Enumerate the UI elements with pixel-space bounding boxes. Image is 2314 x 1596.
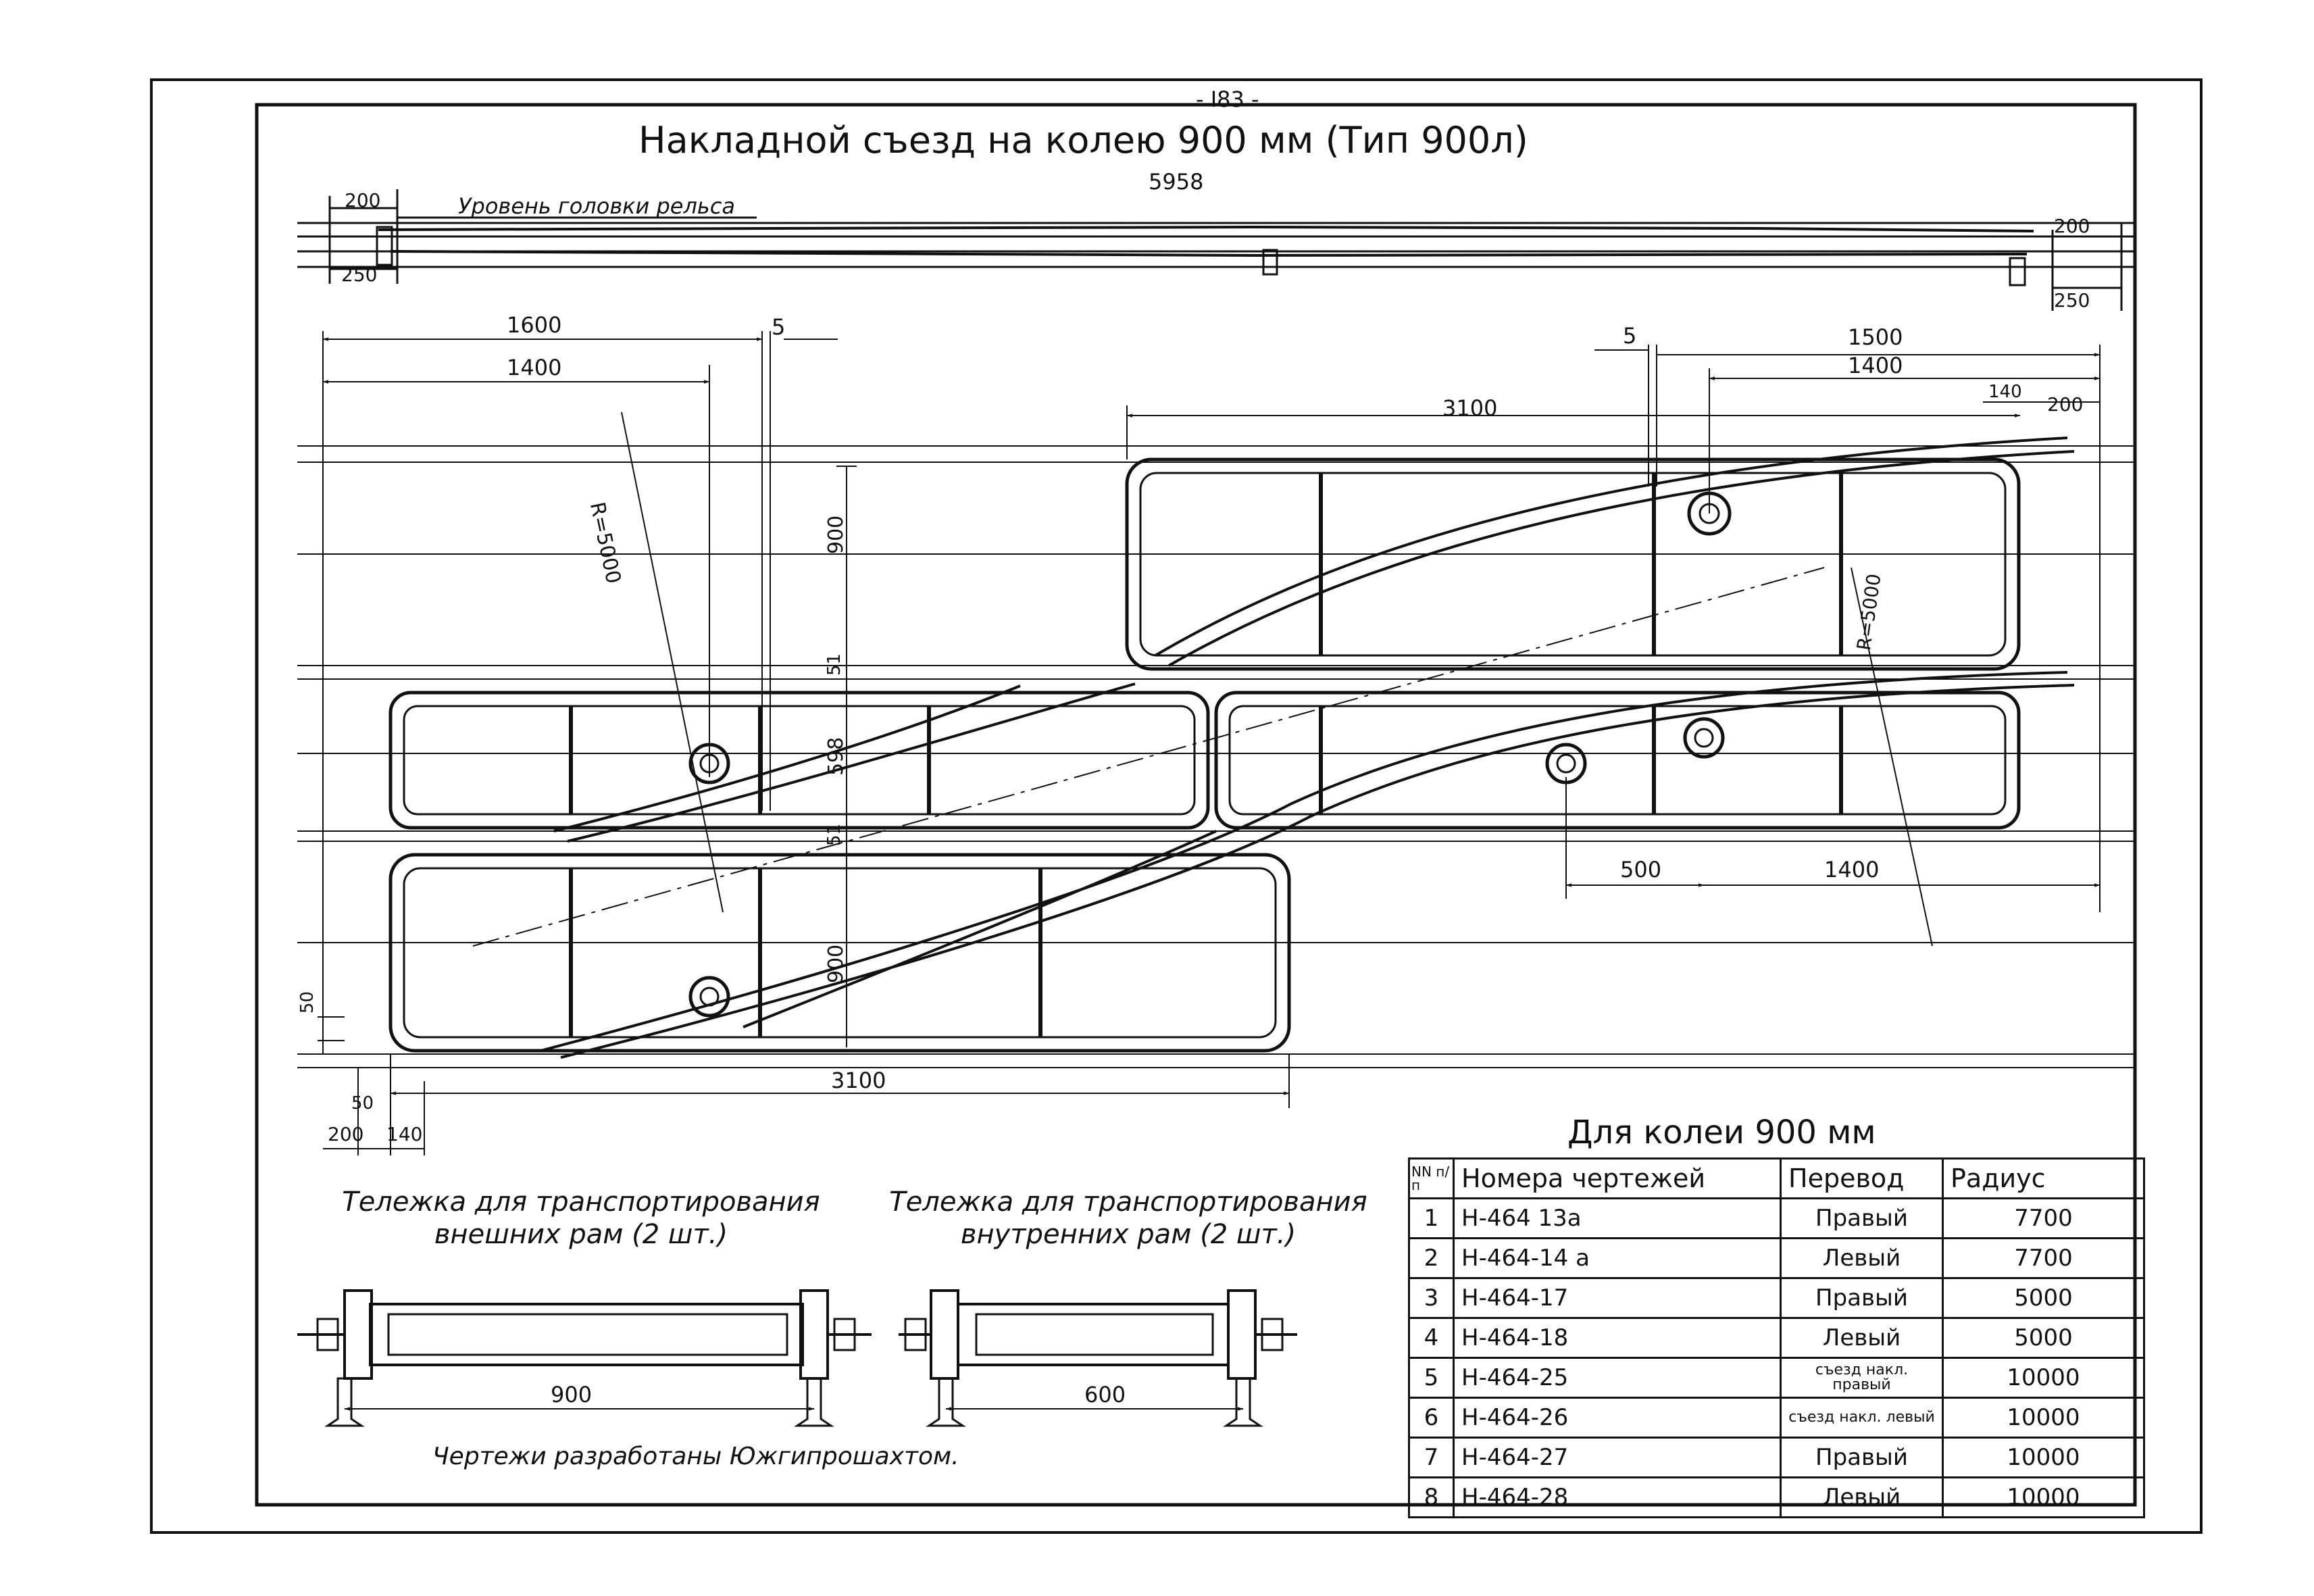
dim-label: 250 [341, 264, 378, 286]
cell-radius: 10000 [1942, 1437, 2145, 1478]
longitudinal-section [297, 189, 2135, 311]
sheet-borders [150, 78, 2203, 1534]
cell-drawing: Н-464-14 а [1453, 1237, 1782, 1279]
dim-label: 50 [297, 991, 318, 1014]
dim-label: 200 [2054, 215, 2090, 237]
dim-label: 3100 [831, 1068, 886, 1093]
table-row: 4 Н-464-18 Левый 5000 [1408, 1317, 2145, 1359]
table-header-row: NN п/п Номера чертежей Перевод Радиус [1408, 1157, 2145, 1199]
table-row: 5 Н-464-25 съезд накл. правый 10000 [1408, 1357, 2145, 1399]
cell-number: 6 [1408, 1397, 1455, 1439]
cell-radius: 5000 [1942, 1277, 2145, 1319]
cell-turnout: Правый [1780, 1197, 1944, 1239]
cell-number: 7 [1408, 1437, 1455, 1478]
dim-label: 1400 [1824, 857, 1880, 882]
table-row: 2 Н-464-14 а Левый 7700 [1408, 1237, 2145, 1279]
cell-number: 8 [1408, 1476, 1455, 1518]
cell-turnout: Левый [1780, 1237, 1944, 1279]
dim-label: 51 [824, 823, 845, 846]
column-header: Номера чертежей [1453, 1157, 1782, 1199]
credit-note: Чертежи разработаны Южгипрошахтом. [432, 1443, 959, 1470]
dim-label: 1500 [1848, 324, 1903, 350]
cell-radius: 10000 [1942, 1476, 2145, 1518]
dim-label: 1600 [507, 312, 562, 338]
dim-label: 250 [2054, 289, 2090, 311]
cell-turnout: Правый [1780, 1437, 1944, 1478]
dimension-lines [318, 331, 2101, 1155]
dim-overall-length: 5958 [1149, 169, 1204, 195]
frame-middle-left [388, 691, 1210, 830]
cell-drawing: Н-464-25 [1453, 1357, 1782, 1399]
table-row: 3 Н-464-17 Правый 5000 [1408, 1277, 2145, 1319]
dim-label: 140 [386, 1123, 423, 1145]
cell-radius: 10000 [1942, 1397, 2145, 1439]
table-heading: Для колеи 900 мм [1567, 1114, 1876, 1151]
cell-number: 3 [1408, 1277, 1455, 1319]
dim-label: 5 [772, 314, 786, 340]
cart-outer-dim: 900 [551, 1382, 593, 1407]
drawings-table: NN п/п Номера чертежей Перевод Радиус 1 … [1408, 1157, 2145, 1518]
dim-label: 598 [824, 737, 848, 776]
cell-turnout: Правый [1780, 1277, 1944, 1319]
cart-outer [297, 1289, 872, 1427]
cell-radius: 7700 [1942, 1237, 2145, 1279]
column-header: NN п/п [1408, 1157, 1455, 1199]
cell-turnout: Левый [1780, 1476, 1944, 1518]
dim-label: 200 [345, 189, 381, 211]
cell-drawing: Н-464-18 [1453, 1317, 1782, 1359]
column-header: Перевод [1780, 1157, 1944, 1199]
rail-head-label: Уровень головки рельса [458, 193, 735, 219]
dim-label: 200 [2047, 393, 2084, 416]
dim-label: 3100 [1442, 395, 1498, 421]
table-row: 7 Н-464-27 Правый 10000 [1408, 1437, 2145, 1478]
frame-top-right [1125, 457, 2021, 671]
table-row: 6 Н-464-26 съезд накл. левый 10000 [1408, 1397, 2145, 1439]
dim-label: 51 [824, 653, 845, 676]
dim-label: 1400 [1848, 353, 1903, 378]
cart-inner-dim: 600 [1084, 1382, 1126, 1407]
cell-drawing: Н-464 13а [1453, 1197, 1782, 1239]
frame-middle-right [1214, 691, 2021, 830]
cell-drawing: Н-464-27 [1453, 1437, 1782, 1478]
cell-radius: 10000 [1942, 1357, 2145, 1399]
cell-turnout: съезд накл. левый [1780, 1397, 1944, 1439]
radius-lines [621, 412, 1933, 947]
cell-drawing: Н-464-28 [1453, 1476, 1782, 1518]
cell-drawing: Н-464-26 [1453, 1397, 1782, 1439]
cell-turnout: съезд накл. правый [1780, 1357, 1944, 1399]
dim-label: 1400 [507, 355, 562, 380]
cell-number: 1 [1408, 1197, 1455, 1239]
cell-turnout: Левый [1780, 1317, 1944, 1359]
dim-label: 5 [1623, 323, 1637, 349]
dim-label: 140 [1988, 382, 2022, 402]
cart-inner-caption: Тележка для транспортирования внутренних… [889, 1187, 1367, 1250]
cell-drawing: Н-464-17 [1453, 1277, 1782, 1319]
dim-label: 200 [328, 1123, 364, 1145]
cell-radius: 5000 [1942, 1317, 2145, 1359]
dim-label: 900 [824, 515, 848, 554]
track-lines [297, 445, 2135, 1068]
dim-label: 900 [824, 944, 848, 983]
cell-number: 5 [1408, 1357, 1455, 1399]
drawing-title: Накладной съезд на колею 900 мм (Тип 900… [638, 119, 1528, 161]
crossover-rails [472, 437, 2075, 1059]
cell-radius: 7700 [1942, 1197, 2145, 1239]
column-header: Радиус [1942, 1157, 2145, 1199]
dim-label: 50 [351, 1093, 374, 1114]
page-number: - I83 - [1196, 86, 1259, 112]
table-row: 8 Н-464-28 Левый 10000 [1408, 1476, 2145, 1518]
cart-outer-caption: Тележка для транспортирования внешних ра… [342, 1187, 820, 1250]
cell-number: 2 [1408, 1237, 1455, 1279]
cell-number: 4 [1408, 1317, 1455, 1359]
dim-label: 500 [1620, 857, 1662, 882]
table-row: 1 Н-464 13а Правый 7700 [1408, 1197, 2145, 1239]
cart-inner [899, 1289, 1297, 1427]
